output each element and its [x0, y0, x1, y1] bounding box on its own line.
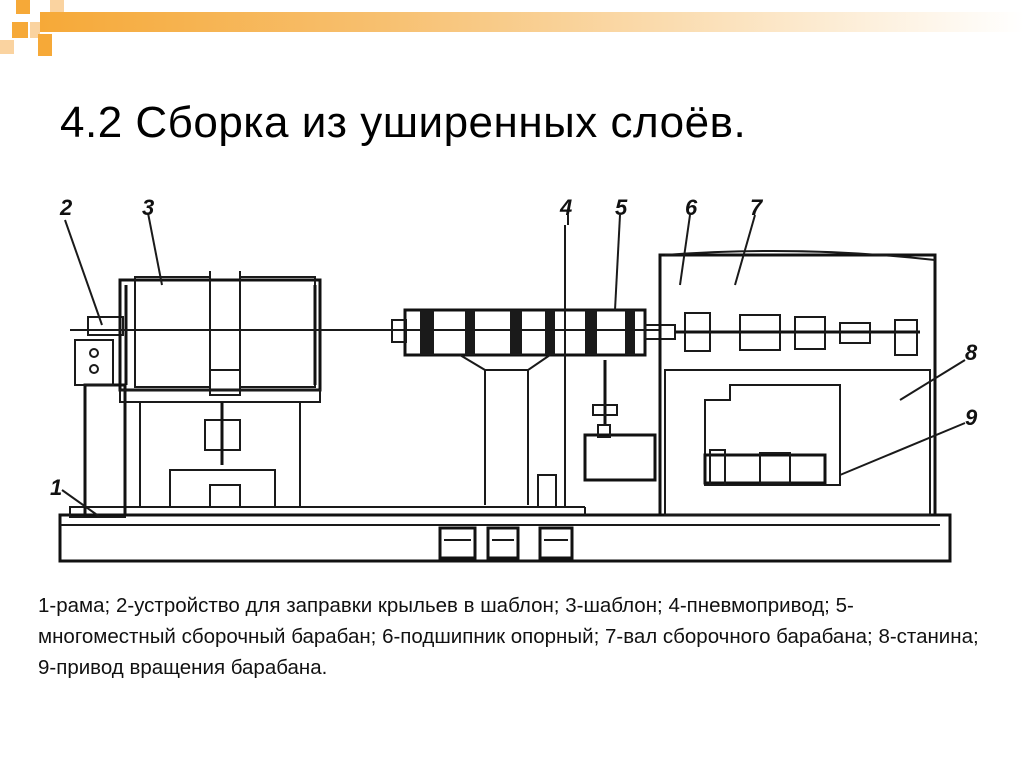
slide-title: 4.2 Сборка из уширенных слоёв. — [60, 98, 747, 147]
header-gradient-bar — [40, 12, 1024, 32]
decor-square — [0, 40, 14, 54]
drum-shaft — [644, 312, 920, 356]
machine-bed — [658, 250, 937, 516]
caption-item: 5-многоместный сборочный барабан; — [38, 594, 854, 648]
label-3: 3 — [142, 195, 154, 220]
pneumatic-drive — [583, 360, 657, 482]
decor-square — [38, 34, 52, 56]
decor-square — [12, 22, 28, 38]
label-9: 9 — [965, 405, 978, 430]
caption-item: 4-пневмопривод; — [668, 594, 830, 617]
template-drum — [118, 271, 322, 508]
caption-item: 1-рама; — [38, 594, 111, 617]
base-frame — [58, 506, 952, 563]
left-stand — [74, 316, 127, 517]
caption-item: 3-шаблон; — [565, 594, 663, 617]
label-8: 8 — [965, 340, 978, 365]
decor-square — [30, 22, 40, 38]
label-7: 7 — [750, 195, 764, 220]
decor-square — [16, 0, 30, 14]
assembly-machine-diagram: 1 2 3 4 5 6 7 8 9 — [50, 195, 978, 563]
label-4: 4 — [559, 195, 572, 220]
decor-square — [50, 0, 64, 12]
assembly-drum — [391, 225, 647, 508]
caption-item: 7-вал сборочного барабана; — [604, 625, 873, 648]
label-2: 2 — [59, 195, 73, 220]
label-6: 6 — [685, 195, 698, 220]
header-decoration — [0, 0, 1024, 70]
caption-item: 8-станина; — [878, 625, 979, 648]
caption-item: 2-устройство для заправки крыльев в шабл… — [115, 594, 560, 617]
caption-item: 9-привод вращения барабана. — [38, 656, 328, 679]
diagram-caption: 1-рама; 2-устройство для заправки крылье… — [38, 590, 988, 683]
label-5: 5 — [615, 195, 628, 220]
label-1: 1 — [50, 475, 62, 500]
caption-item: 6-подшипник опорный; — [382, 625, 600, 648]
leader-lines — [61, 212, 966, 518]
